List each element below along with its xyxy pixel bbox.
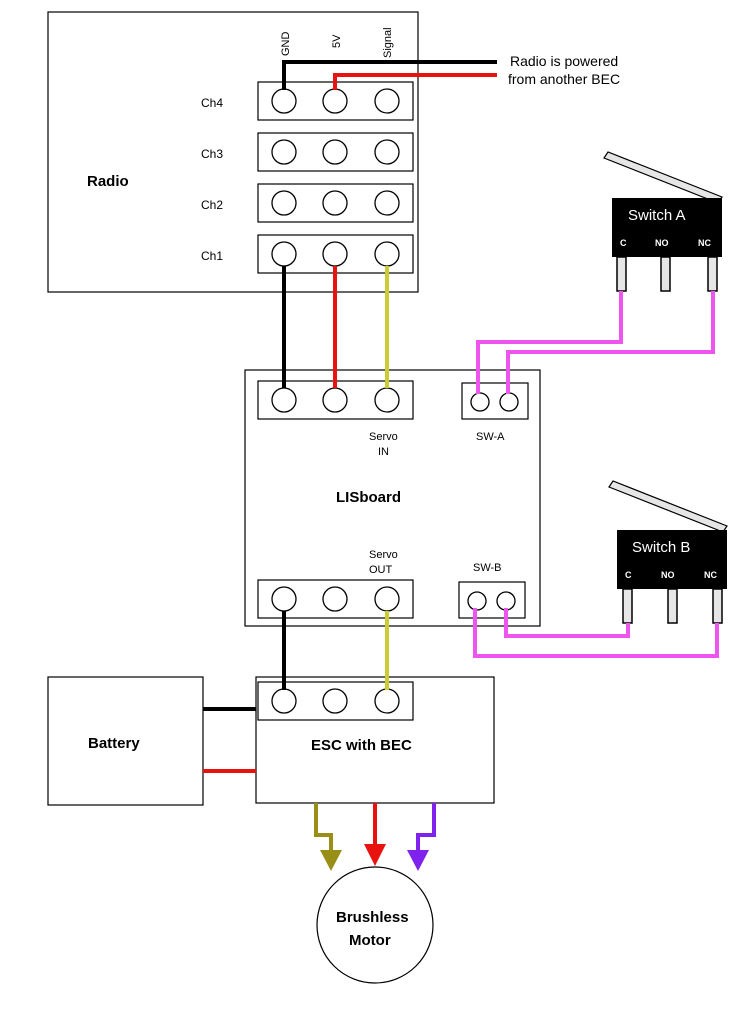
pin-header-5v: 5V bbox=[331, 34, 343, 48]
wire-switch-a-nc bbox=[506, 291, 715, 394]
switch-a-pin-nc: NC bbox=[698, 238, 711, 248]
radio-title: Radio bbox=[87, 173, 129, 190]
channel-label-ch4: Ch4 bbox=[201, 96, 223, 110]
wire-radio-5v bbox=[333, 73, 497, 90]
channel-label-ch1: Ch1 bbox=[201, 249, 223, 263]
switch-a-terminal-no bbox=[660, 256, 671, 292]
lisboard-title: LISboard bbox=[336, 489, 401, 506]
switch-b-pin-c: C bbox=[625, 570, 632, 580]
note-line-2: from another BEC bbox=[508, 71, 620, 87]
wire-switch-a-c bbox=[476, 291, 623, 394]
esc-title: ESC with BEC bbox=[311, 737, 412, 754]
switch-b-body bbox=[617, 530, 727, 589]
brushless-motor: Brushless Motor bbox=[316, 866, 434, 984]
switch-b: Switch B C NO NC bbox=[608, 480, 728, 624]
servo-out-connector bbox=[257, 579, 414, 619]
servo-out-label-2: OUT bbox=[369, 564, 393, 576]
battery-title: Battery bbox=[88, 735, 140, 752]
note-line-1: Radio is powered bbox=[510, 53, 618, 69]
wire-phase-a bbox=[314, 803, 333, 852]
pin-header-gnd: GND bbox=[280, 32, 292, 57]
motor-label-1: Brushless bbox=[336, 909, 409, 926]
switch-b-pin-nc: NC bbox=[704, 570, 717, 580]
sw-a-label: SW-A bbox=[476, 431, 505, 443]
servo-in-label-1: Servo bbox=[369, 431, 398, 443]
wire-phase-c bbox=[416, 803, 436, 852]
switch-b-terminal-nc bbox=[712, 588, 723, 624]
arrow-phase-b-icon bbox=[364, 844, 386, 866]
sw-b-connector bbox=[458, 581, 526, 619]
switch-b-lever-icon bbox=[608, 480, 728, 533]
switch-a-title: Switch A bbox=[628, 207, 686, 224]
switch-a-lever-icon bbox=[603, 151, 723, 204]
sw-a-connector bbox=[461, 382, 529, 420]
motor-circle bbox=[316, 866, 434, 984]
connector-ch2 bbox=[257, 183, 414, 223]
switch-b-terminal-no bbox=[667, 588, 678, 624]
battery-module: Battery bbox=[47, 676, 204, 806]
radio-module: Radio GND 5V Signal Ch4 Ch3 Ch2 Ch1 bbox=[47, 11, 419, 293]
channel-label-ch2: Ch2 bbox=[201, 198, 223, 212]
pin-header-signal: Signal bbox=[382, 27, 394, 58]
switch-b-title: Switch B bbox=[632, 539, 690, 556]
servo-out-label-1: Servo bbox=[369, 549, 398, 561]
arrow-phase-c-icon bbox=[407, 850, 429, 871]
arrow-phase-a-icon bbox=[320, 850, 342, 871]
esc-connector bbox=[257, 681, 414, 721]
switch-a-pin-no: NO bbox=[655, 238, 669, 248]
sw-b-label: SW-B bbox=[473, 562, 502, 574]
motor-label-2: Motor bbox=[349, 932, 391, 949]
wire-switch-b-c bbox=[504, 608, 630, 638]
esc-module: ESC with BEC bbox=[255, 676, 495, 804]
switch-a-body bbox=[612, 198, 722, 257]
battery-box bbox=[47, 676, 204, 806]
wire-switch-b-nc bbox=[473, 608, 719, 658]
wire-radio-gnd bbox=[282, 60, 497, 90]
switch-b-terminal-c bbox=[622, 588, 633, 624]
switch-a-terminal-nc bbox=[707, 256, 718, 292]
connector-ch3 bbox=[257, 132, 414, 172]
switch-a-terminal-c bbox=[616, 256, 627, 292]
servo-in-label-2: IN bbox=[378, 446, 389, 458]
switch-a: Switch A C NO NC bbox=[603, 151, 723, 292]
wires bbox=[203, 60, 719, 871]
channel-label-ch3: Ch3 bbox=[201, 147, 223, 161]
switch-a-pin-c: C bbox=[620, 238, 627, 248]
switch-b-pin-no: NO bbox=[661, 570, 675, 580]
lisboard-module: LISboard Servo IN SW-A Servo OUT SW-B bbox=[244, 369, 541, 627]
